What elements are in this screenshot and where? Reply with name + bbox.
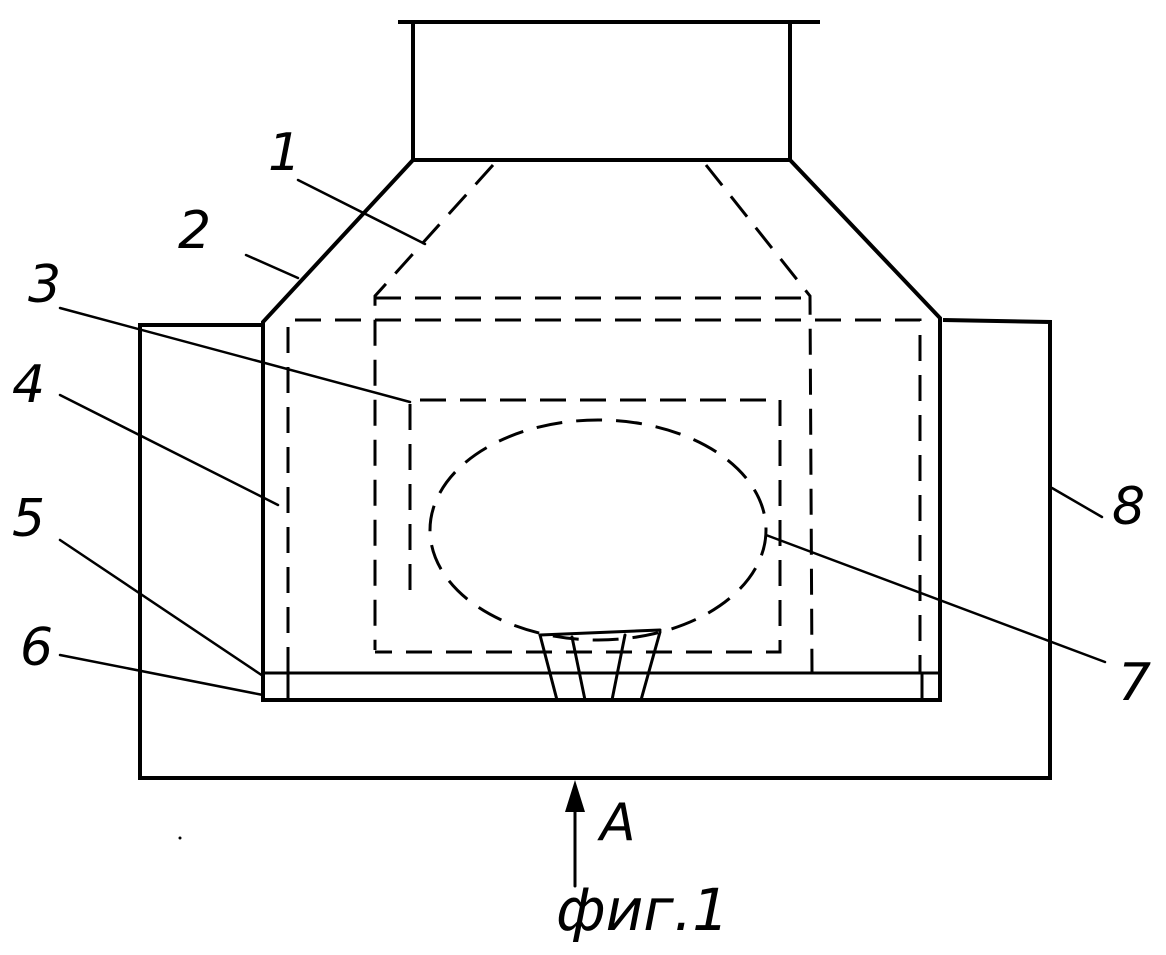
view-arrow-label: A <box>597 793 636 853</box>
nozzle-left <box>538 633 587 702</box>
callout-6: 6 <box>20 618 53 678</box>
speck <box>178 836 182 840</box>
inner-hood-right <box>704 164 814 674</box>
leader-5 <box>58 538 265 678</box>
leader-4 <box>58 393 280 507</box>
leader-7 <box>764 533 1107 664</box>
outer-hood <box>261 157 942 702</box>
callout-2: 2 <box>178 201 211 261</box>
leader-6 <box>58 653 265 697</box>
burner-ellipse <box>428 418 768 642</box>
leader-3 <box>58 306 412 404</box>
callout-3: 3 <box>28 255 61 315</box>
leader-2 <box>244 253 300 280</box>
callout-4: 4 <box>12 355 45 415</box>
chimney-neck <box>411 22 792 162</box>
inner-liner <box>286 318 922 673</box>
callout-5: 5 <box>12 489 45 549</box>
callout-1: 1 <box>268 123 301 183</box>
inner-hood-left <box>373 163 495 650</box>
view-arrow-head <box>565 780 585 812</box>
inner-chamber <box>375 398 782 654</box>
callout-7: 7 <box>1118 653 1151 713</box>
nozzle-right <box>610 630 662 702</box>
leader-1 <box>296 178 427 246</box>
nozzle-top <box>538 628 662 637</box>
figure-caption: фиг.1 <box>556 876 729 944</box>
callout-8: 8 <box>1112 477 1145 537</box>
outer-housing <box>138 317 1052 780</box>
leader-8 <box>1050 486 1104 519</box>
